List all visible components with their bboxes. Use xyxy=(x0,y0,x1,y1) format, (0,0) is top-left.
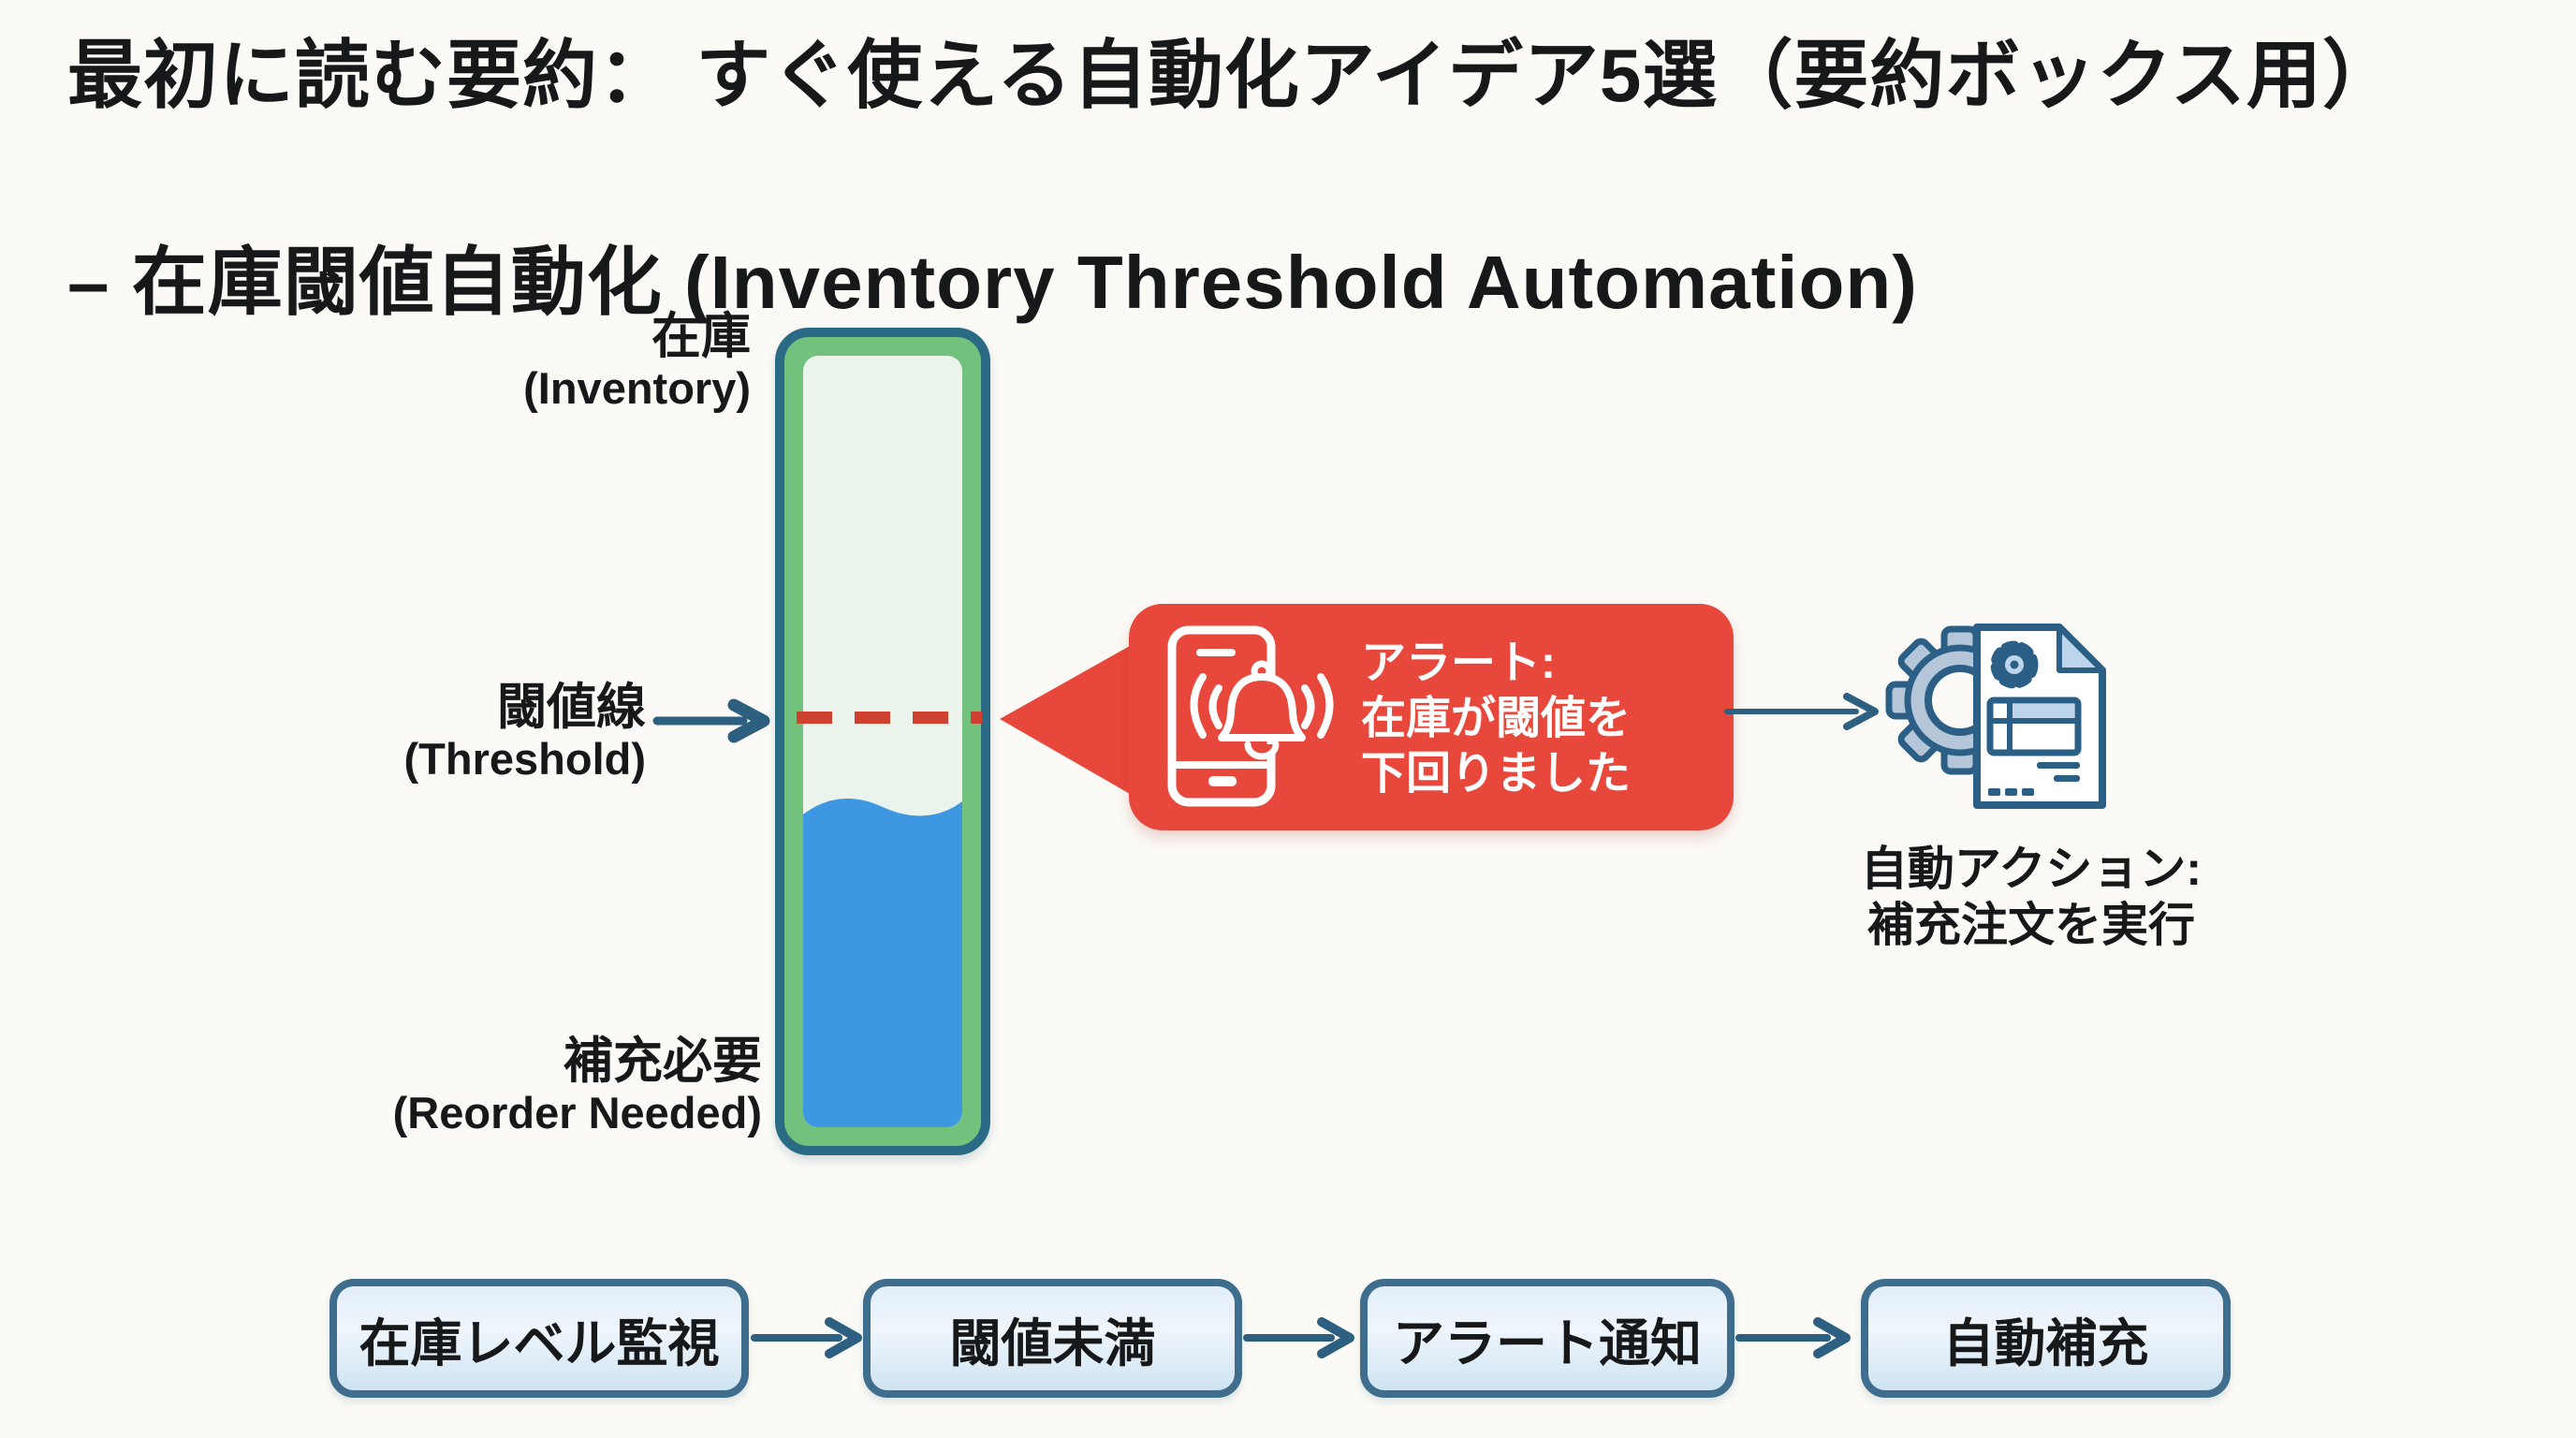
inventory-liquid xyxy=(803,798,962,1127)
flow-step-alert: アラート通知 xyxy=(1360,1279,1734,1398)
flow-arrow-1 xyxy=(751,1317,862,1358)
alert-line1: アラート: xyxy=(1361,638,1556,688)
page-title-line2: – 在庫閾値自動化 (Inventory Threshold Automatio… xyxy=(67,240,1918,324)
page-title: 最初に読む要約： すぐ使える自動化アイデア5選（要約ボックス用） – 在庫閾値自… xyxy=(67,24,2398,334)
gear-document-icon xyxy=(1885,624,2106,809)
flow-step-auto-replenish: 自動補充 xyxy=(1861,1279,2231,1398)
inventory-label: 在庫 (Inventory) xyxy=(523,309,751,414)
reorder-label: 補充必要 (Reorder Needed) xyxy=(393,1034,762,1138)
flow-arrow-3 xyxy=(1735,1317,1851,1358)
threshold-label-en: (Threshold) xyxy=(403,734,646,785)
flow-step-alert-label: アラート通知 xyxy=(1392,1313,1702,1372)
action-line1: 自動アクション: xyxy=(1860,843,2203,895)
flow-step-below-threshold: 閾値未満 xyxy=(863,1279,1242,1398)
flow-step-auto-replenish-label: 自動補充 xyxy=(1942,1313,2149,1372)
threshold-arrow xyxy=(652,698,770,743)
flow-step-monitor: 在庫レベル監視 xyxy=(329,1279,749,1398)
threshold-dashed-line xyxy=(797,712,982,724)
page-title-line1: 最初に読む要約： すぐ使える自動化アイデア5選（要約ボックス用） xyxy=(67,34,2398,117)
inventory-tank-inner xyxy=(803,356,962,1127)
flow-step-below-threshold-label: 閾値未満 xyxy=(949,1313,1156,1372)
alert-bubble-tail xyxy=(1000,642,1136,798)
alert-to-action-arrow xyxy=(1724,693,1879,730)
reorder-label-jp: 補充必要 xyxy=(564,1034,762,1089)
action-line2: 補充注文を実行 xyxy=(1867,899,2195,951)
inventory-label-en: (Inventory) xyxy=(523,363,751,414)
threshold-label-jp: 閾値線 xyxy=(497,680,646,735)
flow-arrow-2 xyxy=(1243,1317,1354,1358)
alert-line2: 在庫が閾値を xyxy=(1361,694,1632,744)
threshold-label: 閾値線 (Threshold) xyxy=(404,680,646,785)
alert-bubble: アラート: 在庫が閾値を 下回りました xyxy=(1129,604,1734,830)
inventory-tank xyxy=(775,328,990,1155)
phone-bell-alert-icon xyxy=(1167,625,1334,807)
alert-line3: 下回りました xyxy=(1361,749,1632,800)
alert-message: アラート: 在庫が閾値を 下回りました xyxy=(1361,636,1631,801)
action-label: 自動アクション: 補充注文を実行 xyxy=(1758,841,2305,953)
flow-step-monitor-label: 在庫レベル監視 xyxy=(359,1313,720,1372)
reorder-label-en: (Reorder Needed) xyxy=(392,1088,762,1138)
inventory-label-jp: 在庫 xyxy=(651,309,751,364)
